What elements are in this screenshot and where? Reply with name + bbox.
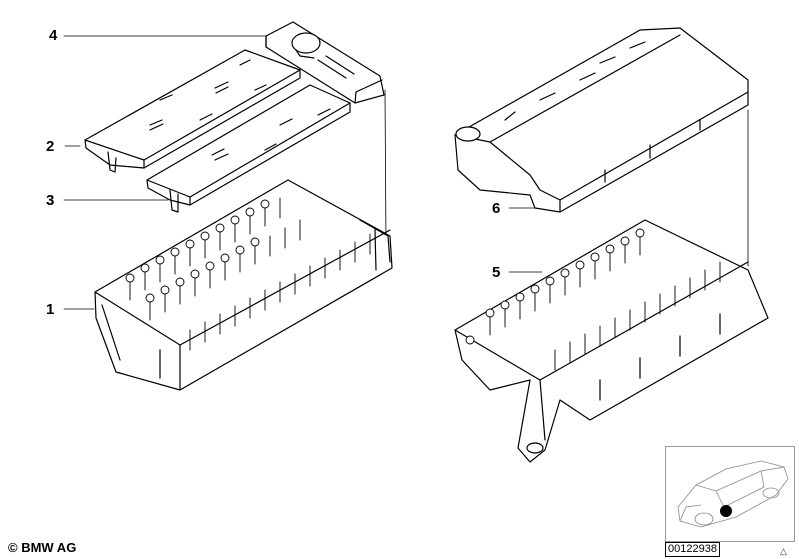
- callout-6: 6: [492, 200, 501, 217]
- leader-lines: [63, 35, 749, 310]
- part-3-cover-plate: [146, 84, 351, 213]
- part-2-cover-plate: [84, 49, 301, 173]
- callout-4: 4: [49, 27, 58, 44]
- car-outline-icon: [677, 460, 789, 528]
- part-1-fuse-carrier: [94, 179, 393, 391]
- part-4-end-cap: [265, 21, 385, 104]
- copyright-notice: © BMW AG: [8, 540, 77, 555]
- location-marker-icon: [720, 505, 732, 517]
- part-6-large-cover: [454, 27, 749, 213]
- callout-5: 5: [492, 264, 501, 281]
- callout-1: 1: [46, 301, 55, 318]
- callout-3: 3: [46, 192, 55, 209]
- callout-2: 2: [46, 138, 55, 155]
- part-5-fuse-carrier-bracket: [454, 219, 769, 463]
- diagram-id: 00122938: [665, 542, 720, 557]
- vehicle-location-thumbnail: [665, 446, 795, 542]
- warning-triangle-icon: △: [780, 546, 787, 556]
